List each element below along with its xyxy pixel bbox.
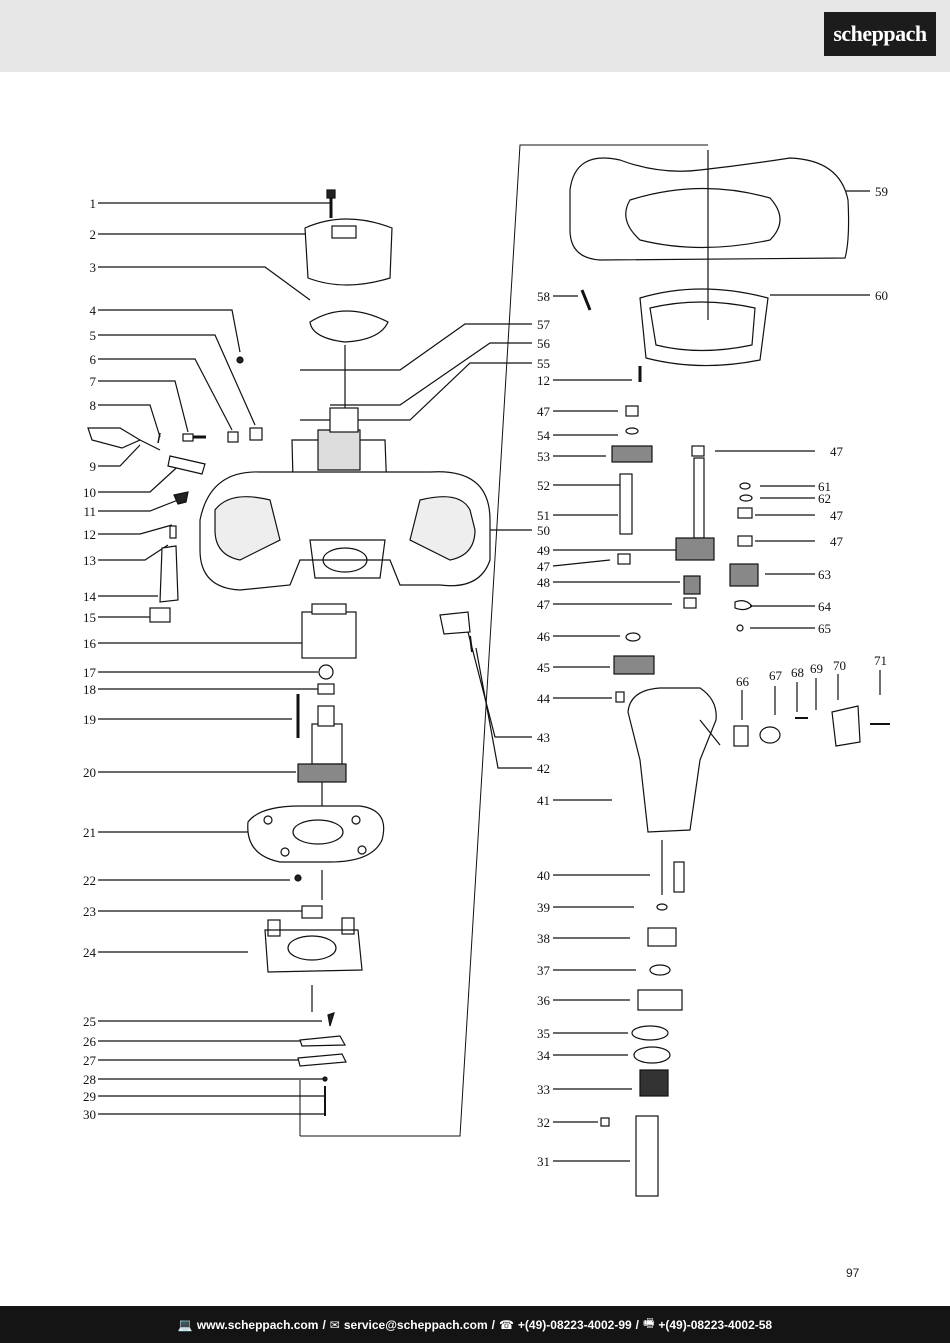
part-label: 7: [90, 374, 97, 389]
part-label: 62: [818, 491, 831, 506]
part-label: 43: [537, 730, 550, 745]
part-label: 41: [537, 793, 550, 808]
part-label: 5: [90, 328, 97, 343]
part-label: 65: [818, 621, 831, 636]
part-label: 24: [83, 945, 97, 960]
part-label: 26: [83, 1034, 97, 1049]
part-label: 61: [818, 479, 831, 494]
part-label: 46: [537, 629, 551, 644]
part-label: 32: [537, 1115, 550, 1130]
phone-number: +(49)-08223-4002-99: [517, 1317, 632, 1332]
part-label: 69: [810, 661, 823, 676]
scheppach-logo: scheppach: [824, 12, 936, 56]
part-label: 47: [830, 444, 844, 459]
part-label: 54: [537, 428, 551, 443]
part-label: 68: [791, 665, 804, 680]
email-icon: ✉: [329, 1317, 340, 1332]
part-label: 1: [90, 196, 97, 211]
page-number: 97: [846, 1266, 860, 1280]
part-label: 21: [83, 825, 96, 840]
part-label: 56: [537, 336, 551, 351]
footer-separator: /: [491, 1317, 495, 1332]
part-label: 17: [83, 665, 97, 680]
part-label: 47: [537, 597, 551, 612]
part-label: 42: [537, 761, 550, 776]
part-label: 4: [90, 303, 97, 318]
part-label: 48: [537, 575, 550, 590]
part-label: 25: [83, 1014, 96, 1029]
website-link[interactable]: www.scheppach.com: [196, 1317, 319, 1332]
part-label: 40: [537, 868, 550, 883]
part-label: 47: [537, 404, 551, 419]
computer-icon: 💻: [177, 1317, 193, 1332]
part-label: 36: [537, 993, 551, 1008]
part-label: 70: [833, 658, 846, 673]
part-label: 49: [537, 543, 550, 558]
part-label: 63: [818, 567, 831, 582]
part-label: 12: [537, 373, 550, 388]
part-label: 8: [90, 398, 97, 413]
part-label: 71: [874, 653, 887, 668]
part-label: 52: [537, 478, 550, 493]
fax-number: +(49)-08223-4002-58: [658, 1317, 773, 1332]
part-label: 27: [83, 1053, 97, 1068]
part-label: 47: [830, 534, 844, 549]
part-label: 20: [83, 765, 96, 780]
part-label: 35: [537, 1026, 550, 1041]
email-link[interactable]: service@scheppach.com: [343, 1317, 488, 1332]
part-label: 44: [537, 691, 551, 706]
part-label: 38: [537, 931, 550, 946]
part-label: 14: [83, 589, 97, 604]
part-label: 9: [90, 459, 97, 474]
part-label: 16: [83, 636, 97, 651]
part-label: 19: [83, 712, 96, 727]
part-label: 55: [537, 356, 550, 371]
part-label: 50: [537, 523, 550, 538]
part-label: 47: [537, 559, 551, 574]
footer-separator: /: [322, 1317, 326, 1332]
part-label: 31: [537, 1154, 550, 1169]
phone-icon: ☎: [498, 1317, 514, 1332]
part-label: 3: [90, 260, 97, 275]
part-label: 59: [875, 184, 888, 199]
part-label: 29: [83, 1089, 96, 1104]
part-label: 64: [818, 599, 832, 614]
part-label: 53: [537, 449, 550, 464]
part-label: 11: [83, 504, 96, 519]
part-label: 33: [537, 1082, 550, 1097]
part-label: 58: [537, 289, 550, 304]
part-label: 6: [90, 352, 97, 367]
part-label: 45: [537, 660, 550, 675]
part-label: 47: [830, 508, 844, 523]
part-label: 34: [537, 1048, 551, 1063]
part-label: 51: [537, 508, 550, 523]
exploded-parts-diagram: 1 2 3 4 5 6 7 8 9 10 11 12 13 14 15 16 1…: [83, 144, 890, 1197]
part-label: 22: [83, 873, 96, 888]
part-label: 67: [769, 668, 783, 683]
part-label: 23: [83, 904, 96, 919]
part-label: 18: [83, 682, 96, 697]
header-bar: [0, 0, 950, 72]
footer-contact-bar: 💻 www.scheppach.com / ✉ service@scheppac…: [0, 1306, 950, 1343]
footer-separator: /: [635, 1317, 640, 1332]
part-label: 30: [83, 1107, 96, 1122]
part-label: 37: [537, 963, 551, 978]
part-label: 13: [83, 553, 96, 568]
part-label: 15: [83, 610, 96, 625]
part-label: 66: [736, 674, 750, 689]
frame-line: [300, 144, 708, 1137]
part-label: 39: [537, 900, 550, 915]
part-label: 10: [83, 485, 96, 500]
part-label: 57: [537, 317, 551, 332]
part-label: 60: [875, 288, 888, 303]
fax-icon: 🖷: [643, 1316, 655, 1330]
part-label: 12: [83, 527, 96, 542]
part-label: 28: [83, 1072, 96, 1087]
part-label: 2: [90, 227, 97, 242]
